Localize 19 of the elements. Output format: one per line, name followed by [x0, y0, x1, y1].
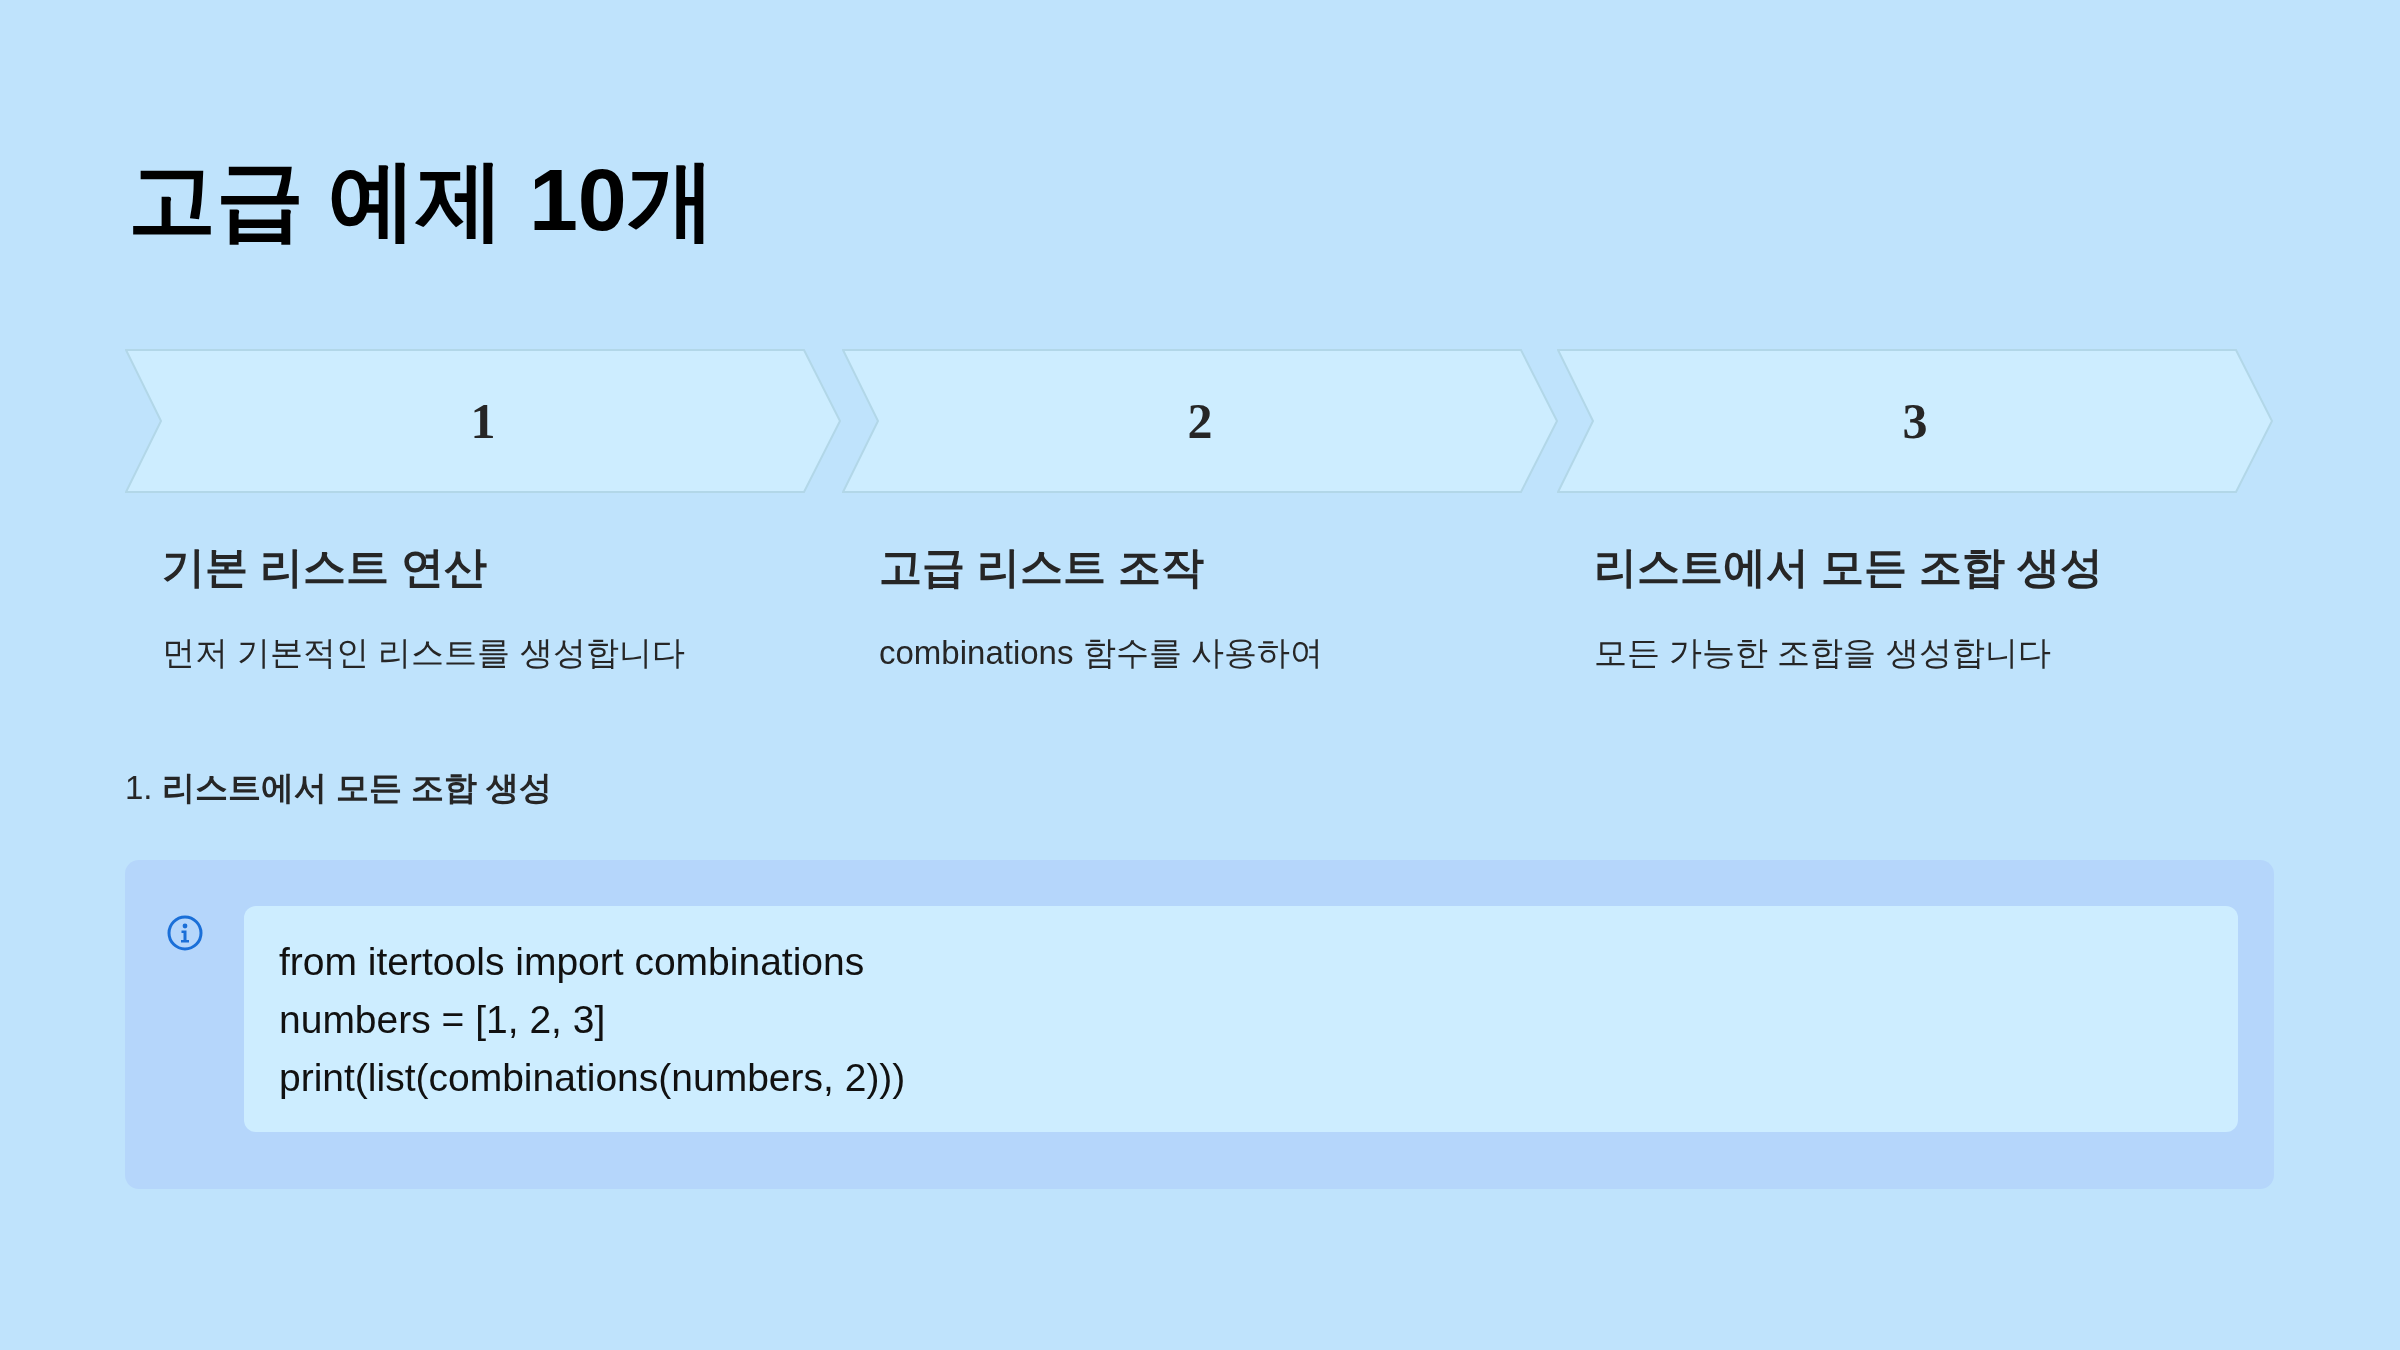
chevron-step — [842, 349, 1558, 493]
section-heading: 1. 리스트에서 모든 조합 생성 — [125, 768, 553, 808]
step-heading: 기본 리스트 연산 — [162, 542, 487, 593]
step-number: 3 — [1902, 396, 1928, 446]
step-heading: 고급 리스트 조작 — [879, 542, 1204, 593]
step-description: 모든 가능한 조합을 생성합니다 — [1594, 633, 2051, 673]
chevron-step — [1557, 349, 2273, 493]
code-line: print(list(combinations(numbers, 2))) — [279, 1055, 906, 1101]
step-number: 2 — [1187, 396, 1213, 446]
step-description: 먼저 기본적인 리스트를 생성합니다 — [162, 633, 685, 673]
chevron-step — [125, 349, 841, 493]
callout-panel — [125, 860, 2274, 1189]
step-description: combinations 함수를 사용하여 — [879, 633, 1323, 673]
code-block — [244, 906, 2238, 1132]
step-number: 1 — [470, 396, 496, 446]
code-line: from itertools import combinations — [279, 939, 865, 985]
step-heading: 리스트에서 모든 조합 생성 — [1594, 542, 2103, 593]
slide-title: 고급 예제 10개 — [128, 152, 715, 249]
code-line: numbers = [1, 2, 3] — [279, 997, 606, 1043]
